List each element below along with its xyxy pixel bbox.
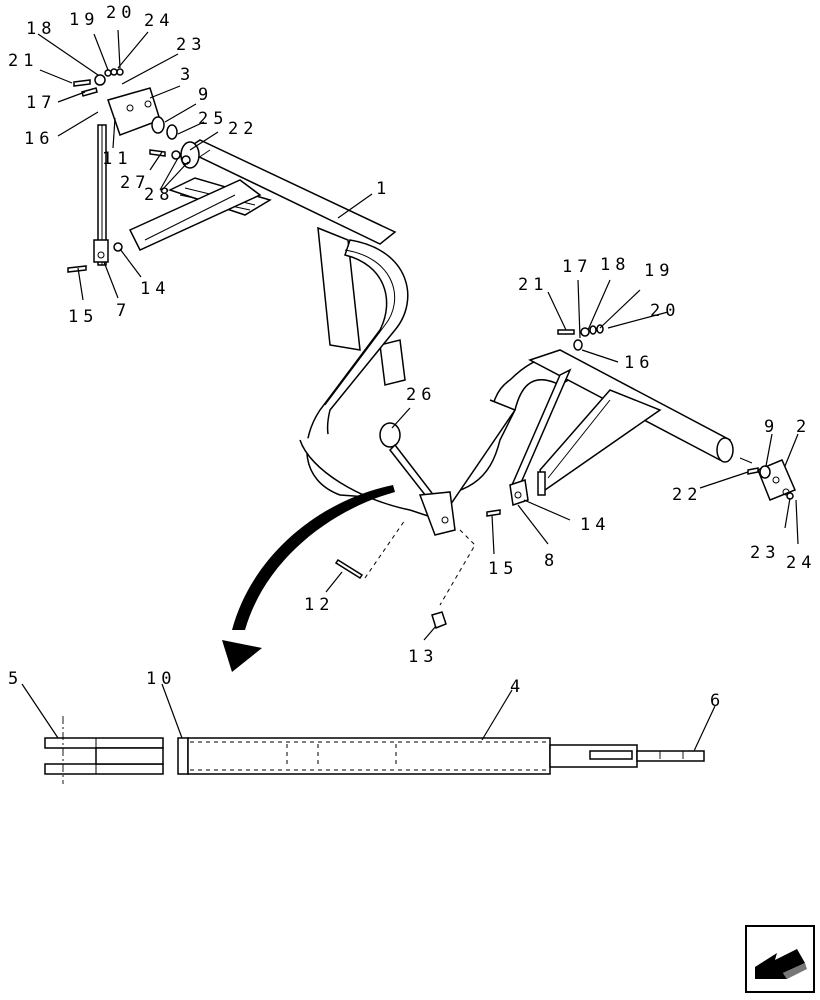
callout-4: 4: [510, 677, 525, 697]
detail-view: [21, 683, 716, 784]
callout-12: 12: [304, 595, 334, 615]
callout-14: 14: [140, 279, 170, 299]
callout-14-right: 14: [580, 515, 610, 535]
callout-15: 15: [68, 307, 98, 327]
callout-23-right: 23: [750, 543, 780, 563]
callout-28: 28: [144, 185, 174, 205]
callout-24-right: 24: [786, 553, 816, 573]
back-arrow-icon: [755, 949, 807, 979]
callout-18-right: 18: [600, 255, 630, 275]
right-end-bracket: [747, 459, 796, 501]
callout-1: 1: [376, 179, 391, 199]
callout-16: 16: [24, 129, 54, 149]
callout-6: 6: [710, 691, 725, 711]
pin-and-nut: [334, 519, 476, 629]
callout-13: 13: [408, 647, 438, 667]
callout-23: 23: [176, 35, 206, 55]
callout-17-right: 17: [562, 257, 592, 277]
callout-18: 18: [26, 19, 56, 39]
callout-19: 19: [69, 10, 99, 30]
callout-27: 27: [120, 173, 150, 193]
callout-9: 9: [198, 85, 213, 105]
callout-8: 8: [544, 551, 559, 571]
back-navigation-button[interactable]: [745, 925, 815, 993]
callout-15-right: 15: [488, 559, 518, 579]
frame-assembly: [180, 139, 753, 521]
callout-10: 10: [146, 669, 176, 689]
detail-arrow: [222, 485, 395, 672]
callout-22: 22: [228, 119, 258, 139]
callout-7: 7: [116, 301, 131, 321]
gas-spring: [379, 422, 456, 536]
callout-9-right: 9: [764, 417, 779, 437]
callout-16-right: 16: [624, 353, 654, 373]
right-rod-assembly: [486, 324, 604, 517]
callout-25: 25: [198, 109, 228, 129]
callout-labels: 18 19 20 24 21 23 3 17 9 25 22 16 11 27 …: [8, 3, 816, 711]
callout-17: 17: [26, 93, 56, 113]
callout-26: 26: [406, 385, 436, 405]
callout-3: 3: [180, 65, 195, 85]
left-rod-assembly: [67, 68, 191, 273]
callout-5: 5: [8, 669, 23, 689]
callout-20: 20: [106, 3, 136, 23]
callout-20-right: 20: [650, 301, 680, 321]
callout-21: 21: [8, 51, 38, 71]
callout-22-right: 22: [672, 485, 702, 505]
callout-11: 11: [102, 149, 132, 169]
callout-24: 24: [144, 11, 174, 31]
callout-19-right: 19: [644, 261, 674, 281]
callout-2: 2: [796, 417, 811, 437]
leader-lines: [37, 29, 799, 641]
callout-21-right: 21: [518, 275, 548, 295]
step-plate: [128, 177, 272, 251]
